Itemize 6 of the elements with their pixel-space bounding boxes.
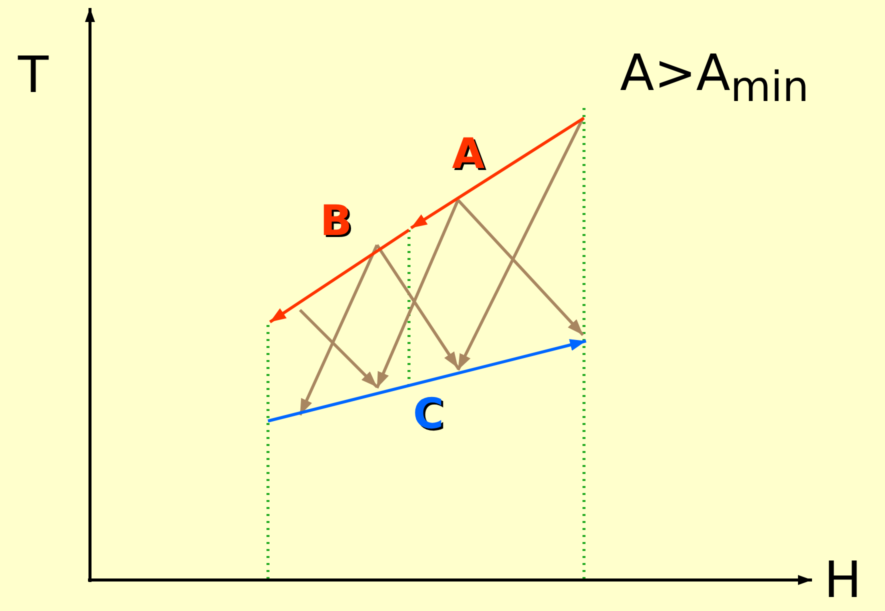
axis-label: T: [18, 50, 49, 100]
axis-label: H: [824, 555, 862, 605]
stream-label: B: [320, 200, 352, 242]
stream-label: A: [452, 133, 485, 175]
stream-label: C: [413, 393, 444, 435]
condition-label: A>A$_{min}$: [620, 48, 809, 108]
